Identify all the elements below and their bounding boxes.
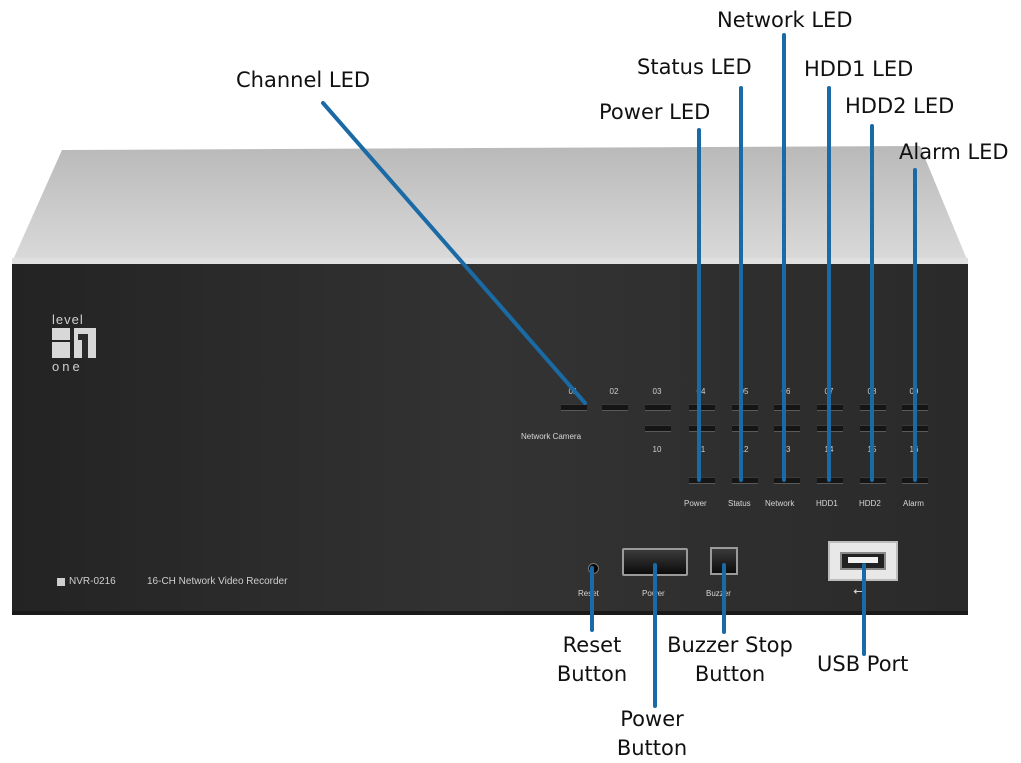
reset-button-label: Reset xyxy=(578,589,599,598)
channel-number: 12 xyxy=(739,445,749,454)
logo-text-level: level xyxy=(52,312,84,327)
indicator-label-alarm: Alarm xyxy=(903,499,924,508)
chassis-top xyxy=(12,146,968,262)
channel-led xyxy=(732,425,758,432)
channel-led xyxy=(561,404,587,411)
indicator-label-hdd2: HDD2 xyxy=(859,499,881,508)
indicator-label-status: Status xyxy=(728,499,751,508)
callout-buzzer-stop-button: Buzzer Stop Button xyxy=(667,633,793,686)
channel-number: 03 xyxy=(652,387,662,396)
callout-power-led: Power LED xyxy=(599,100,711,124)
network-camera-label: Network Camera xyxy=(521,432,582,441)
callout-network-led: Network LED xyxy=(717,8,853,32)
callout-reset-button: Reset Button xyxy=(556,633,628,686)
logo-mark xyxy=(52,328,96,358)
channel-number: 05 xyxy=(739,387,749,396)
channel-number: 10 xyxy=(652,445,662,454)
model-bullet xyxy=(57,578,65,586)
channel-led xyxy=(774,404,800,411)
chassis-top-edge xyxy=(12,258,968,264)
channel-led xyxy=(645,425,671,432)
callout-alarm-led: Alarm LED xyxy=(899,140,1009,164)
model-label: NVR-0216 xyxy=(69,576,116,587)
channel-led xyxy=(774,425,800,432)
callout-channel-led: Channel LED xyxy=(236,68,371,92)
channel-led xyxy=(689,425,715,432)
callout-status-led: Status LED xyxy=(637,55,752,79)
callout-hdd1-led: HDD1 LED xyxy=(804,57,914,81)
buzzer-button-label: Buzzer xyxy=(706,589,731,598)
network-indicator-led xyxy=(774,477,800,484)
levelone-logo: level one xyxy=(52,313,100,374)
front-panel xyxy=(12,264,968,614)
logo-text-one: one xyxy=(52,359,83,374)
usb-icon: ⭠ xyxy=(853,583,865,599)
indicator-label-power: Power xyxy=(684,499,707,508)
callout-hdd2-led: HDD2 LED xyxy=(845,94,955,118)
channel-led xyxy=(602,404,628,411)
indicator-label-hdd1: HDD1 xyxy=(816,499,838,508)
channel-led xyxy=(689,404,715,411)
callout-power-button: Power Button xyxy=(616,707,688,760)
front-panel-bottom-edge xyxy=(12,611,968,615)
channel-number: 02 xyxy=(609,387,619,396)
power-indicator-led xyxy=(689,477,715,484)
indicator-label-network: Network xyxy=(765,499,795,508)
status-indicator-led xyxy=(732,477,758,484)
channel-led xyxy=(732,404,758,411)
model-description: 16-CH Network Video Recorder xyxy=(147,576,288,587)
leader-channel-led xyxy=(321,101,587,405)
channel-led xyxy=(645,404,671,411)
callout-usb-port: USB Port xyxy=(817,652,909,676)
